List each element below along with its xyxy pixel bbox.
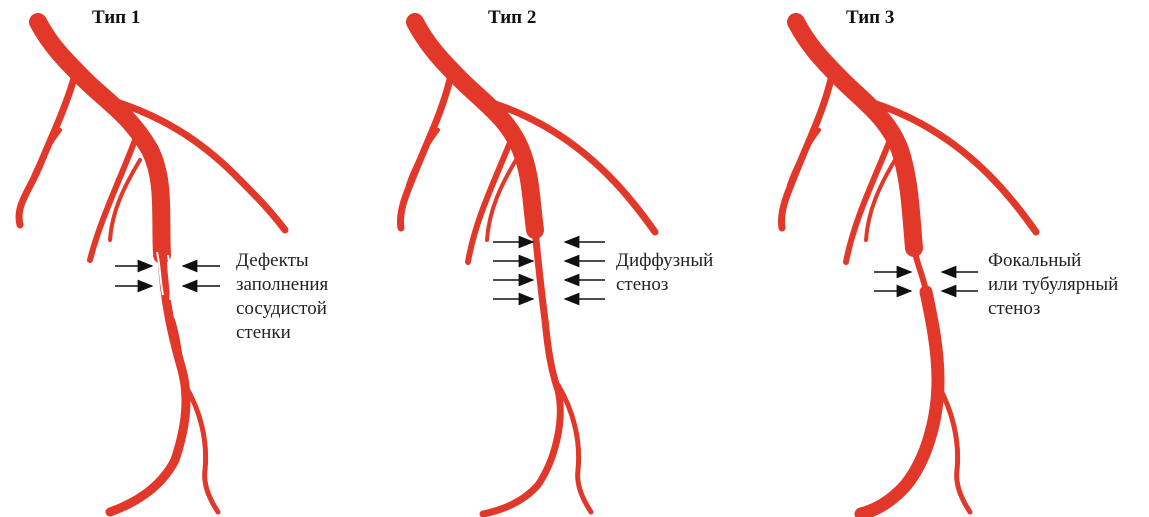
label-line: Диффузный	[616, 249, 713, 273]
panel-type-3: Тип 3 Фокальный или тубулярный стеноз	[766, 0, 1149, 517]
panel-type-2: Тип 2 Диффузный стеноз	[383, 0, 766, 517]
label-line: стенки	[236, 321, 328, 345]
label-line: заполнения	[236, 273, 328, 297]
label-line: Дефекты	[236, 249, 328, 273]
annotation-label: Фокальный или тубулярный стеноз	[988, 249, 1118, 321]
label-line: сосудистой	[236, 297, 328, 321]
annotation-label: Диффузный стеноз	[616, 249, 713, 297]
annotation-label: Дефекты заполнения сосудистой стенки	[236, 249, 328, 345]
label-line: или тубулярный	[988, 273, 1118, 297]
panel-type-1: Тип 1	[0, 0, 383, 517]
label-line: стеноз	[616, 273, 713, 297]
label-line: стеноз	[988, 297, 1118, 321]
label-line: Фокальный	[988, 249, 1118, 273]
